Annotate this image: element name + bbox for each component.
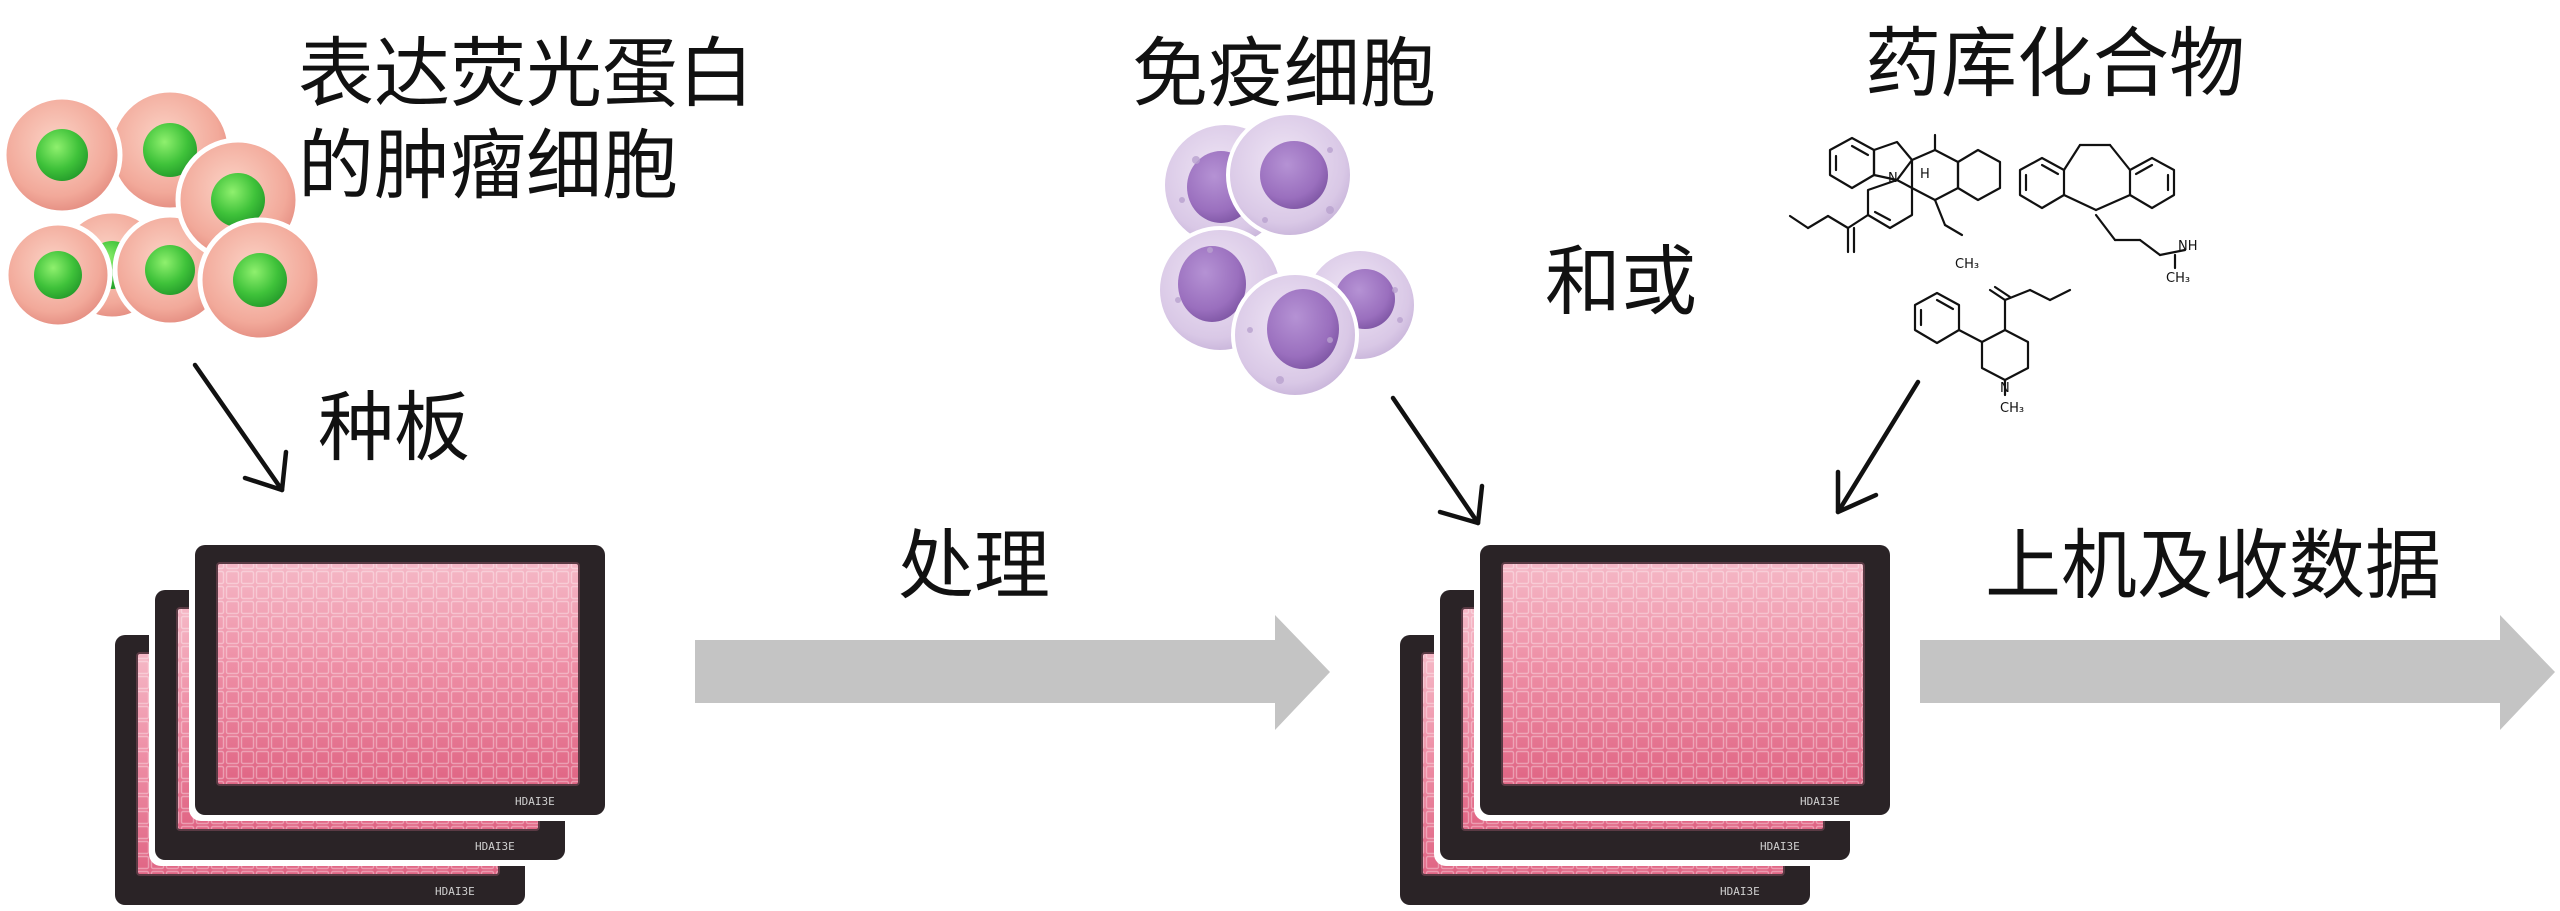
- tumor-cell-cluster: [1, 87, 323, 343]
- pointer-arrows: [192, 362, 1921, 526]
- molecule-1-h-label: H: [1920, 167, 1930, 182]
- molecule-1: [1788, 133, 2002, 254]
- plate-label: HDAI3E: [515, 795, 555, 808]
- plate-stack-left: HDAI3E HDAI3E HDAI3E: [109, 539, 611, 911]
- compound-labels: N H CH₃ NH CH₃ N CH₃: [1888, 167, 2198, 416]
- immune-cell-cluster: [1156, 111, 1418, 399]
- plate-stack-left-plate-3: HDAI3E: [189, 539, 611, 821]
- molecule-2-methyl-label: CH₃: [2166, 271, 2190, 286]
- molecule-1-methyl-label: CH₃: [1955, 257, 1979, 272]
- tumor-cells-label: 表达荧光蛋白 的肿瘤细胞: [298, 28, 754, 212]
- library-compounds-label: 药库化合物: [1865, 19, 2245, 108]
- plate-stack-right-plate-3: HDAI3E: [1474, 539, 1896, 821]
- molecule-3-n-label: N: [2000, 381, 2010, 396]
- treatment-label: 处理: [898, 521, 1050, 610]
- tumor-cells-label-line2: 的肿瘤细胞: [298, 121, 678, 210]
- process-arrow-readout: [1920, 615, 2555, 730]
- plate-label: HDAI3E: [1720, 885, 1760, 898]
- plate-label: HDAI3E: [1760, 840, 1800, 853]
- immune-cells-label: 免疫细胞: [1132, 29, 1436, 118]
- molecule-3-methyl-label: CH₃: [2000, 401, 2024, 416]
- compound-structures: [1788, 133, 2187, 397]
- plate-label: HDAI3E: [1800, 795, 1840, 808]
- molecule-2: [2018, 143, 2187, 270]
- plate-label: HDAI3E: [435, 885, 475, 898]
- process-arrow-treatment: [695, 615, 1330, 730]
- molecule-2-amine-label: NH: [2178, 239, 2198, 254]
- plate-stack-right: HDAI3E HDAI3E HDAI3E: [1394, 539, 1896, 911]
- arrow-immune-to-plate: [1390, 395, 1485, 526]
- arrow-compounds-to-plate: [1835, 379, 1921, 515]
- molecule-3: [1913, 285, 2072, 397]
- and-or-label: 和或: [1545, 237, 1697, 326]
- tumor-cells-label-line1: 表达荧光蛋白: [298, 29, 754, 118]
- plate-label: HDAI3E: [475, 840, 515, 853]
- run-and-collect-label: 上机及收数据: [1985, 521, 2441, 610]
- seeding-label: 种板: [318, 383, 470, 472]
- arrow-seeding: [192, 362, 289, 493]
- molecule-1-n-label: N: [1888, 171, 1898, 186]
